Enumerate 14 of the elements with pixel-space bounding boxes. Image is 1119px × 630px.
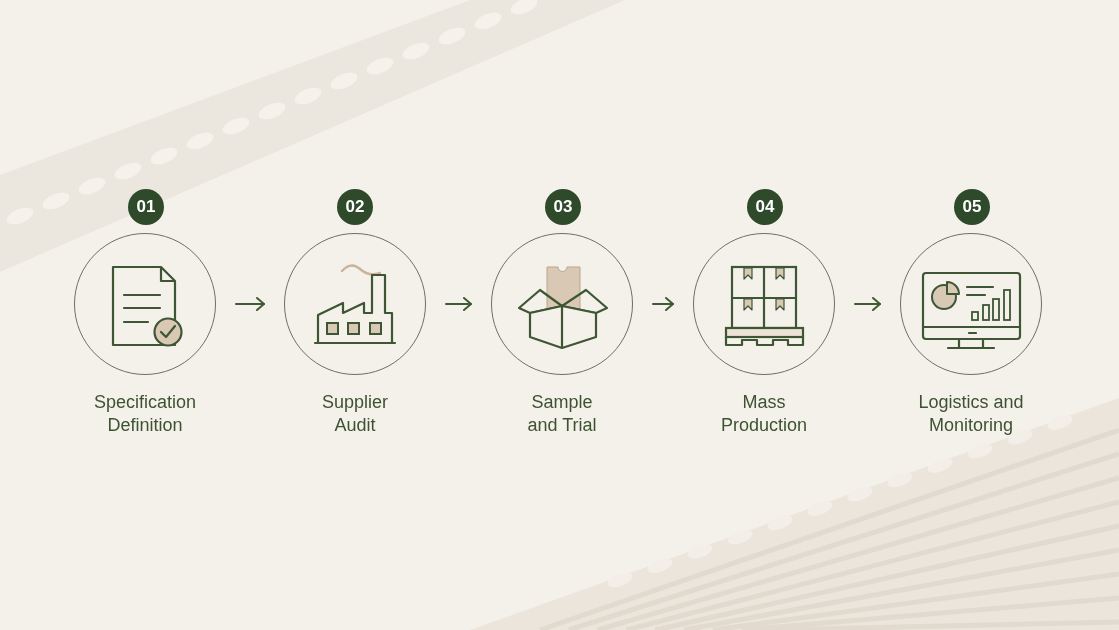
step-label: Specification Definition	[92, 391, 198, 437]
arrow	[235, 297, 265, 311]
step-number-badge: 01	[128, 189, 164, 225]
step-number-badge: 05	[954, 189, 990, 225]
step-number-badge: 04	[747, 189, 783, 225]
arrow	[445, 297, 472, 311]
arrow	[652, 297, 674, 311]
step-label: Logistics and Monitoring	[917, 391, 1025, 437]
arrow	[854, 297, 881, 311]
step-number-badge: 03	[545, 189, 581, 225]
step-label: Sample and Trial	[526, 391, 598, 437]
step-label: Supplier Audit	[320, 391, 389, 437]
step-label: Mass Production	[719, 391, 809, 437]
step-number-badge: 02	[337, 189, 373, 225]
